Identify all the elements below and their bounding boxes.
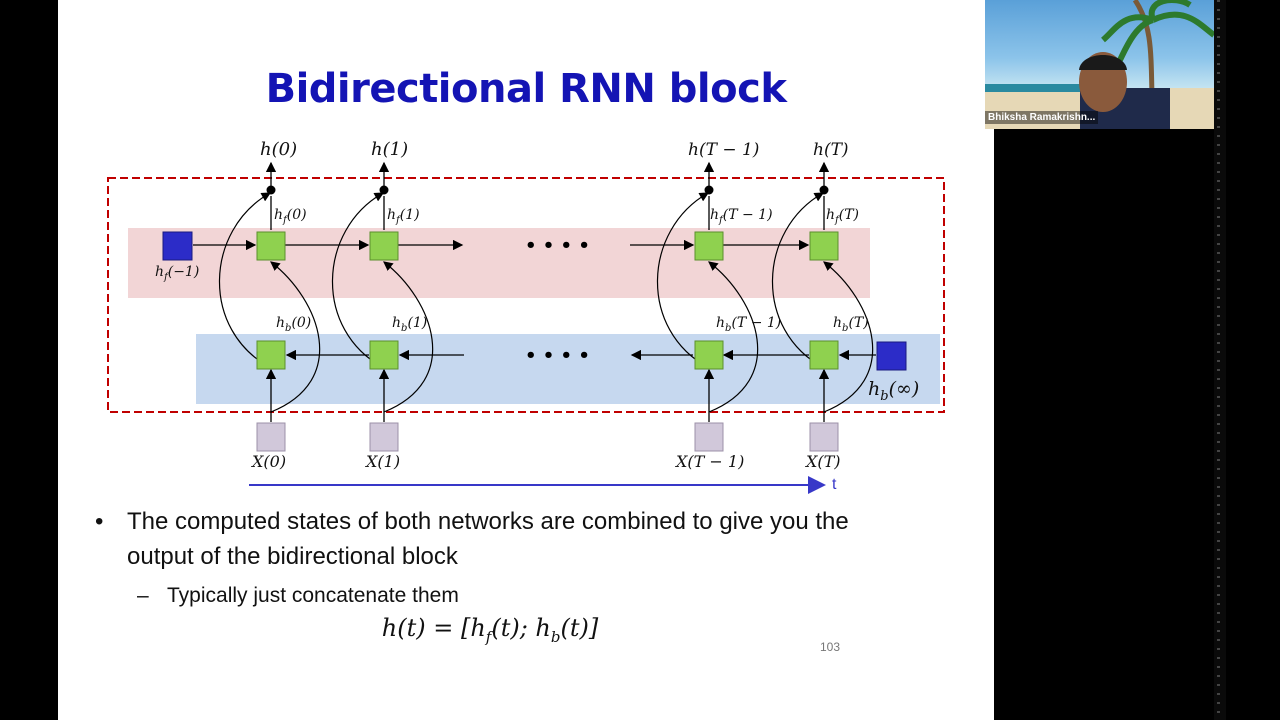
backward-initial-node <box>876 341 907 371</box>
side-panel-dots <box>1217 0 1220 720</box>
backward-node <box>256 340 286 370</box>
svg-text:hb(T): hb(T) <box>833 315 869 334</box>
sub-bullet-item: – Typically just concatenate them <box>95 582 895 610</box>
page-number: 103 <box>820 640 841 654</box>
input-node <box>256 422 286 452</box>
slide-title: Bidirectional RNN block <box>265 66 787 112</box>
input-node <box>809 422 839 452</box>
backward-node <box>694 340 724 370</box>
backward-label: hb(0) <box>276 315 311 334</box>
svg-text:hf(0): hf(0) <box>274 207 307 226</box>
svg-text:hf(1): hf(1) <box>387 207 420 226</box>
bullet-dot: • <box>95 508 104 535</box>
input-label: X(T) <box>804 452 841 471</box>
forward-label: hf(0) <box>274 207 307 226</box>
backward-label: hb(T) <box>833 315 869 334</box>
bullet-list: • The computed states of both networks a… <box>95 504 895 610</box>
forward-band <box>128 228 870 298</box>
svg-text:hf(−1): hf(−1) <box>155 264 199 283</box>
svg-text:hb(T − 1): hb(T − 1) <box>716 315 781 334</box>
forward-node <box>694 231 724 261</box>
input-node <box>369 422 399 452</box>
time-axis-label: t <box>832 476 837 493</box>
backward-initial-label: hb(∞) <box>868 378 919 404</box>
sub-bullet-text: Typically just concatenate them <box>167 584 459 607</box>
backward-node <box>809 340 839 370</box>
participant-video[interactable]: Bhiksha Ramakrishn... <box>985 0 1214 129</box>
concat-formula: h(t) = [hf(t); hb(t)] <box>381 614 599 646</box>
input-label: X(0) <box>250 452 286 471</box>
forward-node <box>809 231 839 261</box>
svg-text:hb(∞): hb(∞) <box>868 378 919 404</box>
forward-initial-node <box>162 231 193 261</box>
output-label: h(T − 1) <box>688 140 759 160</box>
participant-name: Bhiksha Ramakrishn... <box>985 111 1099 124</box>
output-label: h(1) <box>371 139 408 160</box>
backward-node <box>369 340 399 370</box>
forward-initial-label: hf(−1) <box>155 264 199 283</box>
forward-ellipsis: • • • • <box>525 235 590 256</box>
bullet-text: The computed states of both networks are… <box>127 508 849 570</box>
side-panel-edge <box>1214 0 1226 720</box>
input-label: X(1) <box>364 452 400 471</box>
svg-text:hb(1): hb(1) <box>392 315 427 334</box>
bullet-item: • The computed states of both networks a… <box>95 504 895 574</box>
forward-label: hf(T − 1) <box>710 207 773 226</box>
backward-ellipsis: • • • • <box>525 345 590 366</box>
forward-node <box>369 231 399 261</box>
svg-text:hb(0): hb(0) <box>276 315 311 334</box>
video-feed <box>985 0 1214 129</box>
forward-label: hf(T) <box>826 207 859 226</box>
backward-label: hb(1) <box>392 315 427 334</box>
forward-label: hf(1) <box>387 207 420 226</box>
input-label: X(T − 1) <box>674 452 744 471</box>
output-label: h(T) <box>813 140 849 160</box>
svg-text:hf(T): hf(T) <box>826 207 859 226</box>
svg-text:hf(T − 1): hf(T − 1) <box>710 207 773 226</box>
sub-bullet-dash: – <box>137 584 149 607</box>
forward-node <box>256 231 286 261</box>
output-label: h(0) <box>260 139 297 160</box>
block-boundary <box>107 177 945 413</box>
input-node <box>694 422 724 452</box>
backward-label: hb(T − 1) <box>716 315 781 334</box>
